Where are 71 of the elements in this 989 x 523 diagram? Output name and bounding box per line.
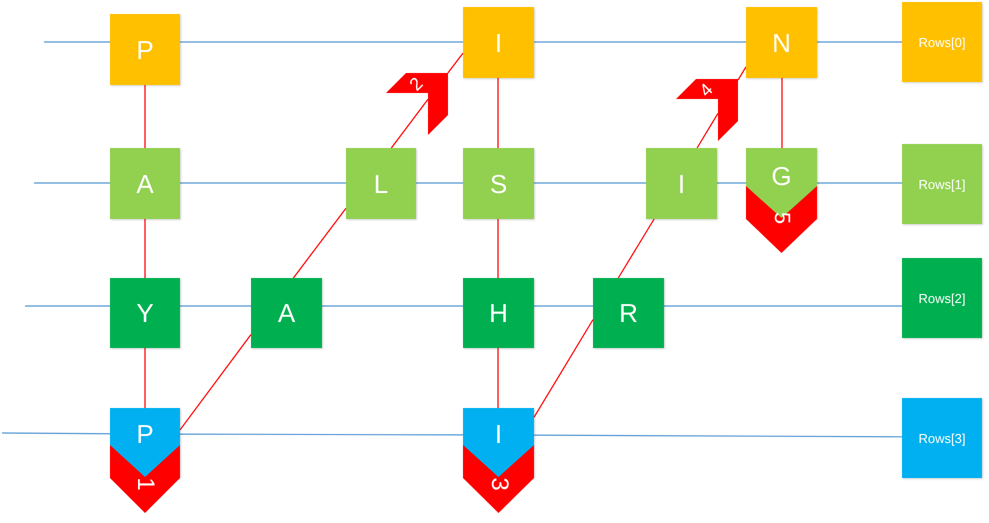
letter-tile [746,7,817,78]
connector-line [180,41,463,43]
connector-line [534,41,746,43]
letter-tile [463,7,534,78]
letter: P [136,424,154,444]
connector-line [618,218,655,278]
connector-line [180,182,346,184]
connector-line [534,305,593,307]
letter: R [619,303,638,323]
step-number: 5 [770,212,792,224]
connector-line [322,305,463,307]
step-number: 4 [696,80,716,100]
step-number: 1 [133,477,157,491]
connector-line [416,182,463,184]
row-label: Rows[0] [918,34,966,50]
letter: N [772,32,791,52]
letter: L [374,174,388,194]
connector-line [44,41,110,43]
connector-line [25,305,110,307]
letter-tile [463,278,534,348]
connector-line [717,182,746,184]
connector-line [144,85,146,148]
row-tile [902,2,982,82]
letter: A [278,303,296,323]
connector-line [34,182,110,184]
letter-tile [346,148,416,219]
connector-line [817,182,902,184]
letter-tile [110,14,180,85]
row-tile [902,398,982,478]
connector-line [180,434,463,436]
connector-line [696,112,719,148]
connector-line [2,432,110,434]
connector-line [534,434,902,438]
letter: Y [136,303,154,323]
row-label: Rows[3] [918,430,966,446]
letter: I [494,424,502,444]
row-tile [902,258,982,338]
letter: P [136,40,154,60]
letter: A [136,174,154,194]
step-number: 2 [406,74,426,94]
connector-line [390,98,428,148]
letter-tile [593,278,664,348]
row-tile [902,144,982,224]
connector-line [292,208,346,278]
connector-line [144,348,146,408]
letter: S [490,174,508,194]
letter: I [678,174,686,194]
letter-tile [110,148,180,219]
step-number: 3 [486,477,510,491]
letter-tile [463,148,534,219]
connector-line [447,52,464,74]
row-label: Rows[2] [918,290,966,306]
letter: I [494,32,502,52]
connector-line [534,182,646,184]
connector-line [781,78,783,148]
letter: H [489,303,508,323]
connector-line [533,319,594,418]
connector-line [180,305,251,307]
letter-tile [110,278,180,348]
letter-tile [646,148,717,219]
connector-line [817,41,902,43]
connector-line [497,78,499,148]
row-label: Rows[1] [918,176,966,192]
connector-line [144,219,146,278]
letter-tile [251,278,322,348]
connector-line [497,219,499,278]
letter: G [771,166,792,186]
connector-line [737,66,747,80]
connector-line [664,305,902,307]
connector-line [497,348,499,408]
connector-line [180,334,252,430]
